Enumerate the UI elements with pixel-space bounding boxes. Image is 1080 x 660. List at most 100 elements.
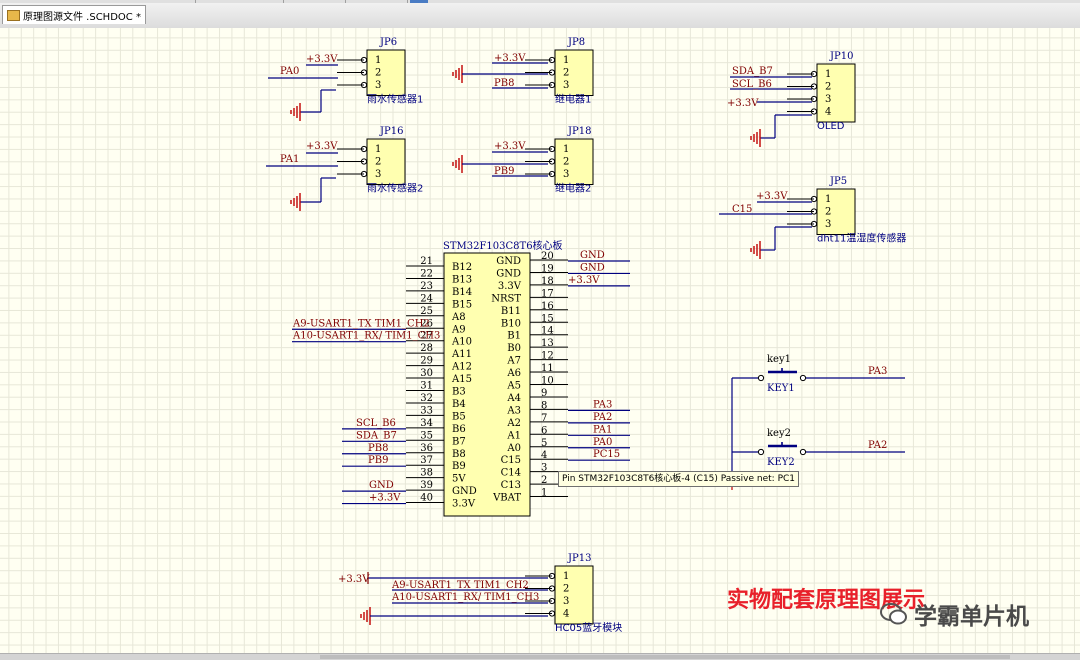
net-label: A10-USART1_RX/ TIM1_CH3 xyxy=(292,331,440,342)
mcu-pin-number: 30 xyxy=(420,368,433,379)
header-name-jp16: 雨水传感器2 xyxy=(367,182,423,195)
pin-end xyxy=(757,374,765,382)
mcu-pin-label: B12 xyxy=(452,262,472,273)
header-ref-jp10: JP10 xyxy=(829,51,853,62)
net-label: PA3 xyxy=(593,399,612,410)
header-body-jp5 xyxy=(816,188,856,235)
header-body-jp13 xyxy=(554,565,594,625)
net-label: SCL_B6 xyxy=(356,418,396,429)
header-pin-number: 4 xyxy=(825,107,831,118)
mcu-pin-label: C15 xyxy=(501,455,521,466)
mcu-pin-label: B7 xyxy=(452,436,466,447)
net-label: +3.3V xyxy=(494,141,526,152)
mcu-pin-number: 2 xyxy=(541,475,547,486)
mcu-pin-label: 3.3V xyxy=(498,281,522,292)
pin-end xyxy=(799,448,807,456)
mcu-pin-number: 8 xyxy=(541,400,547,411)
mcu-pin-number: 25 xyxy=(420,306,433,317)
mcu-pin-label: A3 xyxy=(506,405,521,416)
mcu-pin-number: 4 xyxy=(541,450,547,461)
mcu-pin-number: 37 xyxy=(420,455,433,466)
wechat-icon xyxy=(880,603,907,625)
scrollbar-thumb[interactable] xyxy=(320,655,1010,659)
mcu-pin-label: A11 xyxy=(451,349,472,360)
mcu-pin-label: 5V xyxy=(452,474,466,485)
mcu-pin-number: 16 xyxy=(541,301,554,312)
net-label: PB8 xyxy=(368,443,388,454)
net-label: SCL_B6 xyxy=(732,79,772,90)
banner-text: 实物配套原理图展示 xyxy=(727,588,926,613)
header-pin-number: 2 xyxy=(375,157,381,168)
net-label: A9-USART1_TX TIM1_CH2 xyxy=(292,318,430,329)
pin-tooltip: Pin STM32F103C8T6核心板-4 (C15) Passive net… xyxy=(558,471,800,487)
top-strip xyxy=(0,0,1080,3)
mcu-pin-number: 31 xyxy=(420,381,433,392)
key-ref: key1 xyxy=(767,354,791,365)
mcu-pin-number: 10 xyxy=(541,376,554,387)
mcu-pin-number: 34 xyxy=(420,418,433,429)
mcu-pin-label: A4 xyxy=(506,393,521,404)
header-pin-number: 1 xyxy=(563,55,569,66)
tab-title: 原理图源文件 .SCHDOC * xyxy=(23,11,141,23)
header-ref-jp8: JP8 xyxy=(567,37,585,48)
net-label: +3.3V xyxy=(306,141,338,152)
schematic-canvas[interactable] xyxy=(0,28,1080,653)
mcu-pin-number: 12 xyxy=(541,351,554,362)
net-label: PB9 xyxy=(368,455,388,466)
mcu-pin-label: A7 xyxy=(506,356,521,367)
mcu-pin-number: 35 xyxy=(420,430,433,441)
net-label: +3.3V xyxy=(494,53,526,64)
mcu-pin-number: 17 xyxy=(541,288,554,299)
mcu-body xyxy=(443,252,531,517)
horizontal-scrollbar[interactable] xyxy=(0,653,1080,660)
net-label: GND xyxy=(580,262,605,273)
header-body-jp10 xyxy=(816,63,856,123)
header-pin-number: 2 xyxy=(375,68,381,79)
ground-icon xyxy=(290,193,301,211)
header-pin-number: 2 xyxy=(563,157,569,168)
mcu-pin-number: 20 xyxy=(541,251,554,262)
mcu-pin-label: VBAT xyxy=(492,493,521,504)
header-pin-number: 2 xyxy=(825,82,831,93)
header-name-jp10: OLED xyxy=(817,121,845,132)
net-label: PA1 xyxy=(280,154,299,165)
mcu-pin-label: A5 xyxy=(506,381,521,392)
mcu-pin-label: A0 xyxy=(506,443,521,454)
mcu-pin-label: B1 xyxy=(507,331,521,342)
net-label: PB9 xyxy=(494,166,514,177)
net-label: PA0 xyxy=(280,66,299,77)
mcu-pin-number: 14 xyxy=(541,326,554,337)
net-label: PA2 xyxy=(868,440,887,451)
mcu-pin-number: 36 xyxy=(420,443,433,454)
mcu-pin-number: 7 xyxy=(541,413,547,424)
mcu-pin-label: A1 xyxy=(506,430,521,441)
header-name-jp8: 继电器1 xyxy=(555,93,591,106)
mcu-pin-label: B0 xyxy=(507,343,521,354)
mcu-pin-label: B3 xyxy=(452,387,466,398)
pin-end xyxy=(799,374,807,382)
header-pin-number: 3 xyxy=(563,169,569,180)
header-ref-jp18: JP18 xyxy=(567,126,591,137)
header-name-jp5: dht11温湿度传感器 xyxy=(817,232,906,245)
net-label: PB8 xyxy=(494,78,514,89)
mcu-pin-label: A2 xyxy=(506,418,521,429)
header-name-jp18: 继电器2 xyxy=(555,182,591,195)
mcu-pin-label: A6 xyxy=(506,368,521,379)
key-label: KEY1 xyxy=(767,383,795,394)
mcu-pin-label: GND xyxy=(452,486,477,497)
net-label: PA3 xyxy=(868,366,887,377)
header-ref-jp5: JP5 xyxy=(829,176,847,187)
mcu-pin-number: 38 xyxy=(420,468,433,479)
ground-icon xyxy=(750,241,761,259)
header-name-jp13: HC05蓝牙模块 xyxy=(555,622,622,634)
header-pin-number: 2 xyxy=(563,584,569,595)
header-name-jp6: 雨水传感器1 xyxy=(367,93,423,106)
header-ref-jp13: JP13 xyxy=(567,553,591,564)
mcu-pin-label: B14 xyxy=(452,287,472,298)
net-label: +3.3V xyxy=(568,275,600,286)
net-label: A10-USART1_RX/ TIM1_CH3 xyxy=(391,592,539,603)
net-label: +3.3V xyxy=(338,574,370,585)
tab-schdoc[interactable]: 原理图源文件 .SCHDOC * xyxy=(2,5,146,24)
mcu-pin-number: 27 xyxy=(420,331,433,342)
